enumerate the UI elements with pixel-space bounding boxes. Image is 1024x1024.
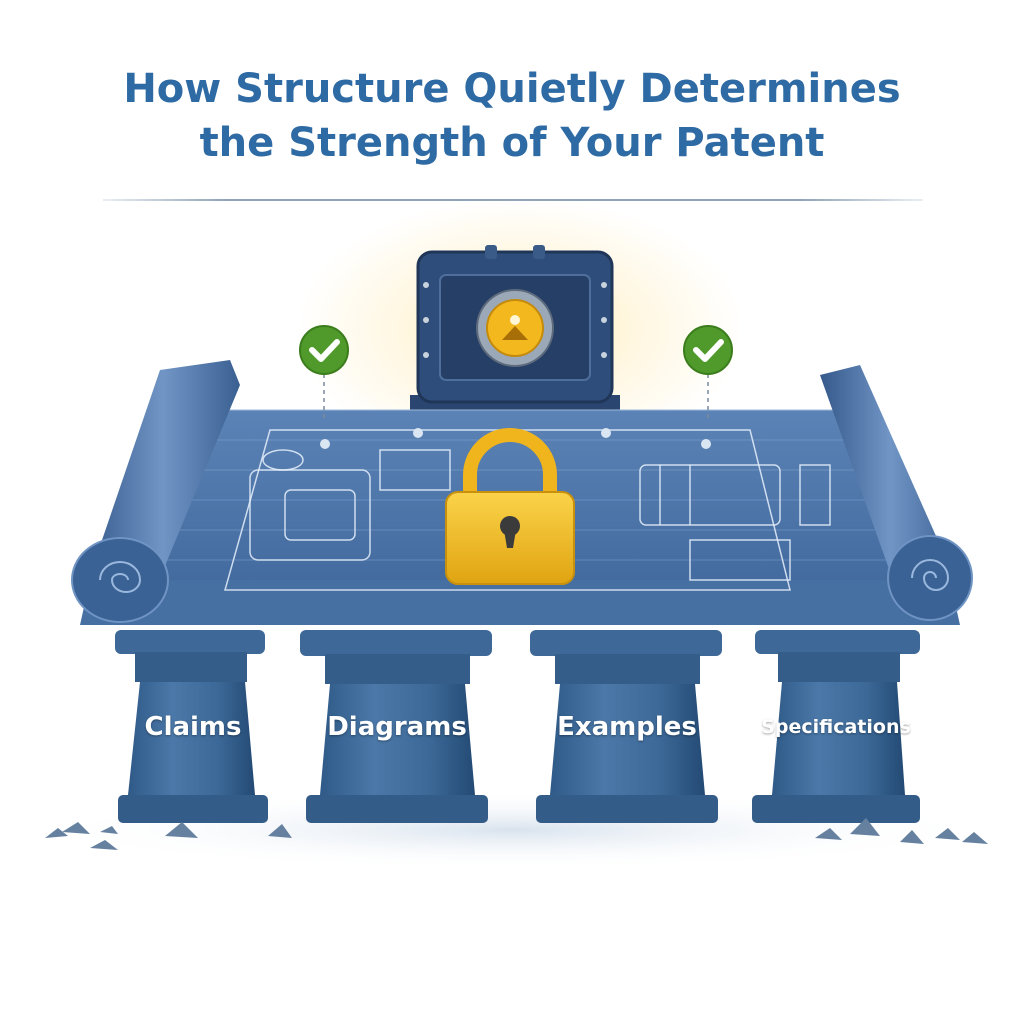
pillar-diagrams	[300, 630, 492, 823]
right-scroll-roll	[820, 365, 973, 621]
pillar-specifications	[752, 630, 920, 823]
padlock-icon	[445, 428, 575, 585]
pillar-label-diagrams: Diagrams	[327, 712, 467, 742]
page-title: How Structure Quietly Determines the Str…	[0, 62, 1024, 170]
vault-icon	[410, 245, 620, 413]
check-icon-right	[683, 325, 733, 420]
check-icon-left	[299, 325, 349, 420]
pillar-label-examples: Examples	[557, 712, 697, 742]
title-line-2: the Strength of Your Patent	[199, 120, 825, 166]
title-line-1: How Structure Quietly Determines	[123, 66, 901, 112]
pillar-examples	[530, 630, 722, 823]
pillar-claims	[115, 630, 268, 823]
rubble	[45, 818, 988, 850]
pillar-label-claims: Claims	[144, 712, 242, 742]
left-scroll-roll	[71, 360, 240, 623]
pillar-label-specifications: Specifications	[761, 716, 911, 738]
